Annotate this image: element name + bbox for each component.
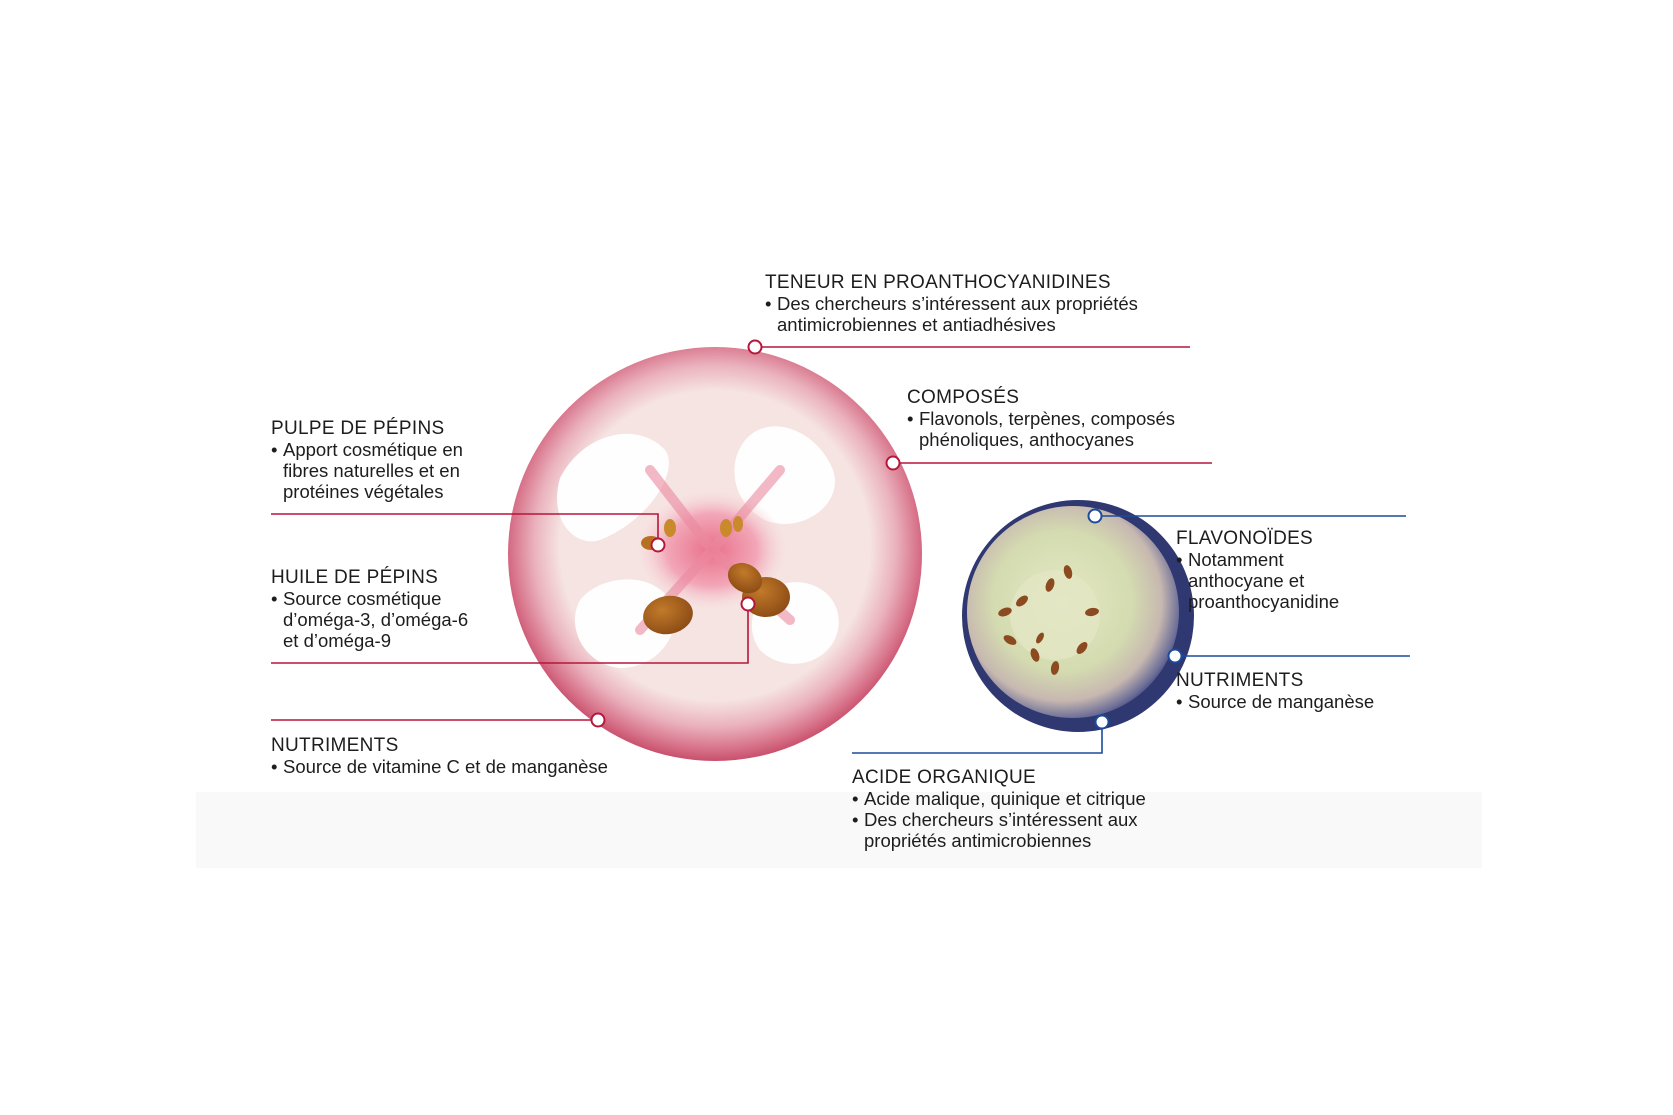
marker-proanthocyanidins: [747, 339, 763, 355]
leader-organic-acid: [852, 722, 1103, 754]
bullet-line: fibres naturelles et en: [283, 460, 460, 481]
blueberry-leaders: [852, 515, 1410, 754]
bullet-line: proanthocyanidine: [1188, 591, 1340, 612]
bullet-line: Des chercheurs s’intéressent aux proprié…: [765, 293, 1138, 314]
label-title: ACIDE ORGANIQUE: [852, 767, 1036, 788]
label-title: HUILE DE PÉPINS: [271, 567, 439, 588]
label-blueberry-nutrients: NUTRIMENTS Source de manganèse: [1176, 670, 1374, 712]
ground-shadow: [196, 792, 1482, 868]
bullet-line: propriétés antimicrobiennes: [864, 830, 1092, 851]
bullet-line: antimicrobiennes et antiadhésives: [777, 314, 1056, 335]
label-cranberry-nutrients: NUTRIMENTS Source de vitamine C et de ma…: [271, 735, 608, 777]
cranberry-markers: [590, 339, 901, 728]
cranberry-slice: [508, 347, 922, 761]
label-organic-acid: ACIDE ORGANIQUE Acide malique, quinique …: [852, 767, 1146, 851]
marker-seed-oil: [740, 596, 756, 612]
cranberry-core-rays: [635, 465, 795, 635]
cranberry-seed: [664, 519, 676, 537]
cranberry-chamber: [574, 579, 675, 668]
blueberry-slice: [962, 500, 1194, 732]
label-seed-pulp: PULPE DE PÉPINS Apport cosmétique en fib…: [271, 418, 463, 502]
leader-seed-oil: [271, 604, 749, 664]
blueberry-markers: [1087, 508, 1183, 730]
bullet-line: Notamment: [1176, 549, 1339, 570]
marker-seed-pulp: [650, 537, 666, 553]
label-title: COMPOSÉS: [907, 387, 1020, 408]
bullet-line: Acide malique, quinique et citrique: [852, 788, 1146, 809]
marker-flavonoids: [1087, 508, 1103, 524]
cranberry-seed: [733, 516, 743, 532]
cranberry-seed: [643, 595, 693, 635]
bullet-line: Des chercheurs s’intéressent aux: [852, 809, 1146, 830]
bullet-line: phénoliques, anthocyanes: [919, 429, 1134, 450]
cranberry-leaders: [271, 346, 1212, 721]
bullet-line: protéines végétales: [283, 481, 444, 502]
label-seed-oil: HUILE DE PÉPINS Source cosmétique d’omég…: [271, 567, 468, 651]
bullet-line: d’oméga-3, d’oméga-6: [283, 609, 469, 630]
bullet-line: et d’oméga-9: [283, 630, 391, 651]
leader-seed-pulp: [271, 513, 659, 540]
label-compounds: COMPOSÉS Flavonols, terpènes, composés p…: [907, 387, 1175, 450]
cranberry-seed: [720, 519, 732, 537]
marker-blueberry-nutrients: [1167, 648, 1183, 664]
bullet-line: Source de manganèse: [1176, 691, 1374, 712]
label-title: NUTRIMENTS: [1176, 670, 1304, 691]
label-proanthocyanidins: TENEUR EN PROANTHOCYANIDINES Des cherche…: [765, 272, 1138, 335]
cranberry-seed: [727, 562, 763, 594]
marker-organic-acid: [1094, 714, 1110, 730]
blueberry-seeds: [998, 565, 1099, 675]
bullet-line: Source de vitamine C et de manganèse: [271, 756, 608, 777]
marker-compounds: [885, 455, 901, 471]
label-title: FLAVONOÏDES: [1176, 528, 1314, 549]
label-title: PULPE DE PÉPINS: [271, 418, 445, 439]
bullet-line: Apport cosmétique en: [271, 439, 463, 460]
bullet-line: anthocyane et: [1188, 570, 1305, 591]
bullet-line: Flavonols, terpènes, composés: [907, 408, 1175, 429]
label-flavonoids: FLAVONOÏDES Notamment anthocyane et proa…: [1176, 528, 1339, 612]
label-title: TENEUR EN PROANTHOCYANIDINES: [765, 272, 1111, 293]
bullet-line: Source cosmétique: [271, 588, 468, 609]
marker-nutrients: [590, 712, 606, 728]
blueberry-center: [1010, 570, 1100, 660]
label-title: NUTRIMENTS: [271, 735, 399, 756]
